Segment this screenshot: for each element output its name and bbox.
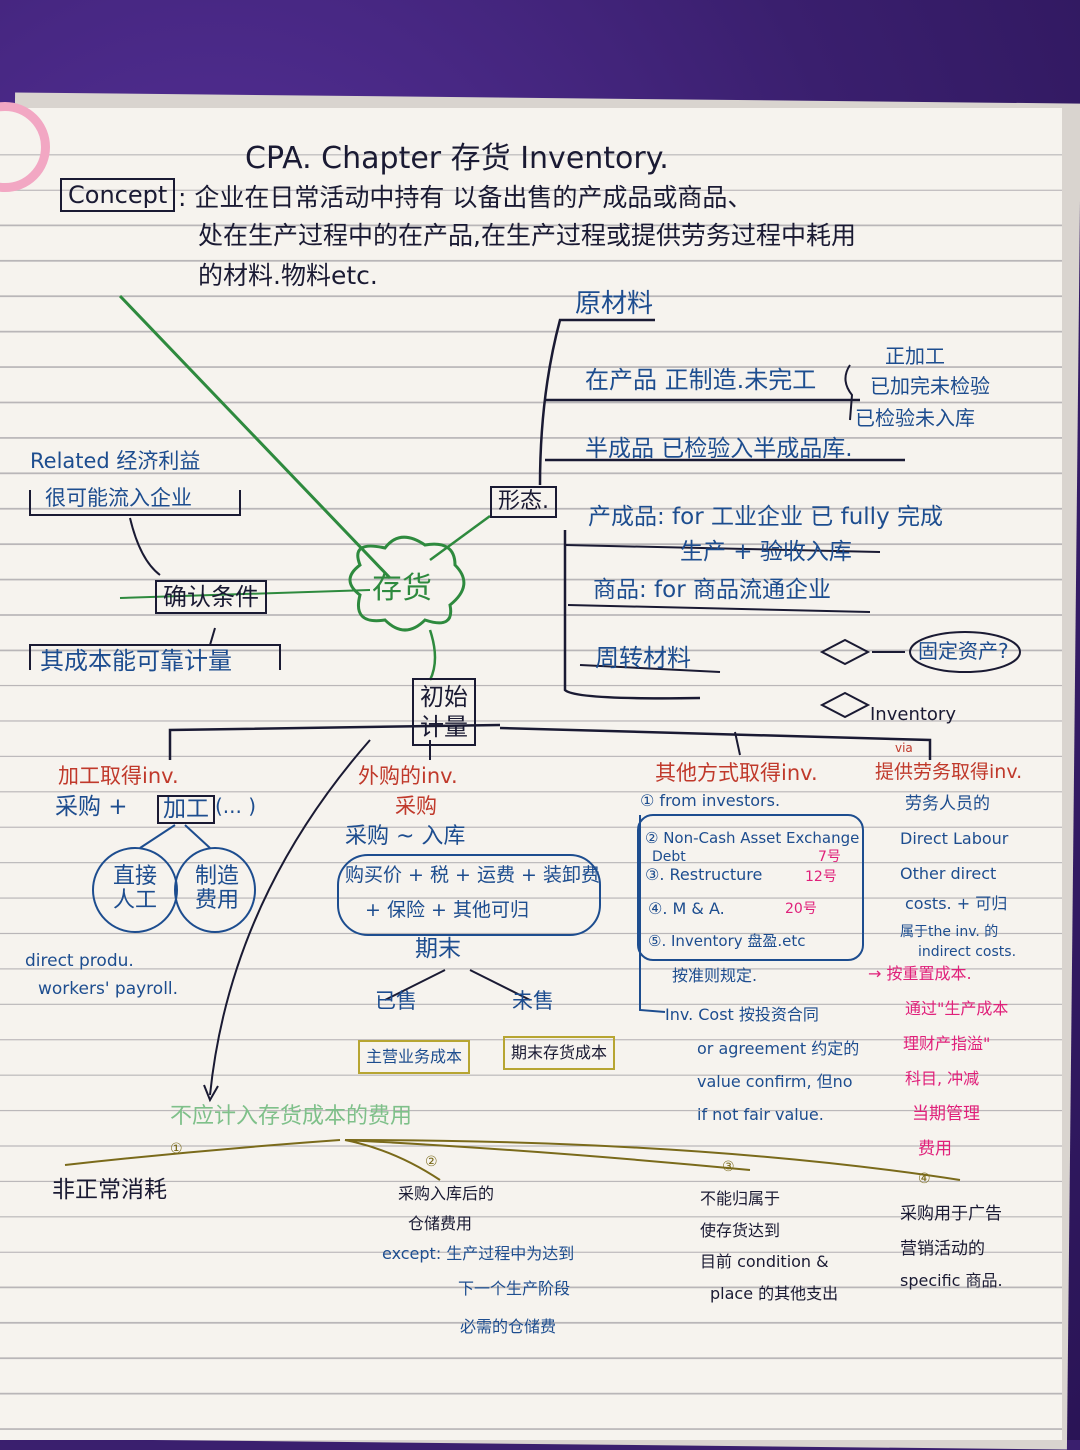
forms-node: 形态.	[490, 486, 557, 519]
notebook-page	[0, 108, 1062, 1440]
form-inventory: Inventory	[870, 704, 956, 725]
purchased-sold: 已售	[375, 989, 417, 1013]
services-pink-1: → 按重置成本.	[868, 964, 972, 983]
purchased-sub: 采购	[395, 794, 437, 818]
services-pink-6: 费用	[918, 1139, 952, 1159]
excluded-item-3-line-3: 目前 condition &	[700, 1252, 829, 1271]
recognition-node: 确认条件	[155, 580, 267, 615]
other-title: 其他方式取得inv.	[655, 761, 818, 785]
other-note: 按准则规定.	[672, 966, 758, 985]
other-cost-3: value confirm, 但no	[697, 1072, 853, 1091]
concept-label: Concept	[60, 178, 176, 213]
excluded-item-2-line-1: 采购入库后的	[398, 1184, 495, 1203]
services-line-2: Direct Labour	[900, 829, 1009, 848]
form-fixed-asset: 固定资产?	[918, 639, 1009, 663]
other-item-3: ③. Restructure	[645, 865, 763, 884]
excluded-num-2: ②	[425, 1154, 438, 1170]
services-line-1: 劳务人员的	[905, 794, 990, 814]
recognition-cond-1: Related 经济利益	[30, 449, 201, 473]
excluded-item-2-line-3: except: 生产过程中为达到	[382, 1244, 575, 1263]
purchased-arrow: 采购 ~ 入库	[345, 824, 466, 849]
form-raw-materials: 原材料	[575, 289, 654, 319]
other-cost-1: Inv. Cost 按投资合同	[665, 1005, 819, 1024]
processing-formula-box: 加工	[157, 795, 215, 825]
services-title: 提供劳务取得inv.	[875, 761, 1023, 783]
processing-formula-a: 采购 +	[55, 794, 128, 820]
initial-node-line-1: 初始	[420, 683, 468, 711]
excluded-item-2-line-2: 仓储费用	[408, 1214, 473, 1233]
other-cost-2: or agreement 约定的	[697, 1039, 860, 1058]
other-cost-4: if not fair value.	[697, 1105, 824, 1124]
services-line-3: Other direct	[900, 864, 997, 883]
concept-line-2: 处在生产过程中的在产品,在生产过程或提供劳务过程中耗用	[198, 221, 856, 250]
form-wip: 在产品 正制造.未完工	[585, 366, 817, 394]
other-item-5: ⑤. Inventory 盘盈.etc	[648, 932, 806, 950]
services-pink-4: 科目, 冲减	[905, 1069, 980, 1088]
services-line-4: costs. + 可归	[905, 894, 1008, 913]
purchased-cost-1: 购买价 + 税 + 运费 + 装卸费	[345, 864, 600, 886]
page-title: CPA. Chapter 存货 Inventory.	[245, 141, 669, 176]
services-line-6: indirect costs.	[918, 944, 1017, 960]
other-item-2: ② Non-Cash Asset Exchange	[645, 829, 860, 847]
form-finished-1: 产成品: for 工业企业 已 fully 完成	[588, 504, 943, 530]
purchased-unsold: 未售	[512, 989, 554, 1013]
concept-line-3: 的材料.物料etc.	[198, 261, 378, 290]
form-finished-2: 生产 + 验收入库	[680, 539, 852, 565]
center-node: 存货	[372, 571, 432, 606]
excluded-item-3-line-4: place 的其他支出	[710, 1284, 839, 1303]
purchased-sold-box: 主营业务成本	[358, 1040, 471, 1074]
processing-overhead: 制造费用	[194, 864, 239, 914]
form-wip-sub-1: 正加工	[885, 344, 945, 368]
initial-measurement-node: 初始计量	[412, 678, 476, 746]
processing-direct-labor: 直接人工	[112, 864, 157, 914]
services-line-5: 属于the inv. 的	[900, 924, 999, 940]
excluded-num-1: ①	[170, 1141, 183, 1157]
form-semi-finished: 半成品 已检验入半成品库.	[585, 436, 853, 462]
other-item-3-debt: Debt	[652, 849, 686, 865]
excluded-item-4-line-1: 采购用于广告	[900, 1204, 1002, 1224]
excluded-title: 不应计入存货成本的费用	[170, 1104, 413, 1129]
excluded-item-2-line-5: 必需的仓储费	[460, 1317, 557, 1336]
other-ch20: 20号	[785, 901, 817, 917]
excluded-item-2-line-4: 下一个生产阶段	[458, 1279, 571, 1298]
excluded-item-4-line-2: 营销活动的	[900, 1239, 985, 1259]
form-wip-sub-2: 已加完未检验	[870, 374, 990, 398]
purchased-cost-2: + 保险 + 其他可归	[365, 899, 529, 921]
purchased-title: 外购的inv.	[358, 764, 458, 788]
excluded-item-1: 非正常消耗	[52, 1177, 167, 1203]
purchased-period-end: 期末	[415, 936, 461, 962]
form-wip-sub-3: 已检验未入库	[855, 406, 975, 430]
processing-formula-b: (... )	[215, 794, 257, 818]
processing-title: 加工取得inv.	[58, 764, 179, 788]
other-item-1: ① from investors.	[640, 791, 781, 810]
other-ch7: 7号	[818, 849, 841, 865]
excluded-num-3: ③	[722, 1159, 735, 1175]
services-pink-3: 理财产指溢"	[903, 1034, 991, 1053]
other-ch12: 12号	[805, 869, 837, 885]
services-via: via	[895, 741, 913, 755]
processing-note-1: direct produ.	[25, 951, 134, 971]
processing-note-2: workers' payroll.	[38, 979, 179, 999]
excluded-num-4: ④	[918, 1171, 931, 1187]
excluded-item-4-line-3: specific 商品.	[900, 1271, 1003, 1290]
initial-node-line-2: 计量	[420, 713, 468, 741]
recognition-cond-2: 其成本能可靠计量	[40, 647, 232, 675]
excluded-item-3-line-2: 使存货达到	[700, 1221, 781, 1240]
concept-line-1: : 企业在日常活动中持有 以备出售的产成品或商品、	[178, 183, 753, 212]
services-pink-5: 当期管理	[912, 1104, 980, 1124]
form-goods: 商品: for 商品流通企业	[593, 577, 831, 603]
recognition-cond-1b: 很可能流入企业	[45, 486, 192, 510]
purchased-unsold-box: 期末存货成本	[503, 1036, 616, 1070]
services-pink-2: 通过"生产成本	[905, 999, 1009, 1018]
other-item-4: ④. M & A.	[648, 899, 725, 918]
excluded-item-3-line-1: 不能归属于	[700, 1189, 781, 1208]
form-turnover: 周转材料	[595, 644, 691, 672]
